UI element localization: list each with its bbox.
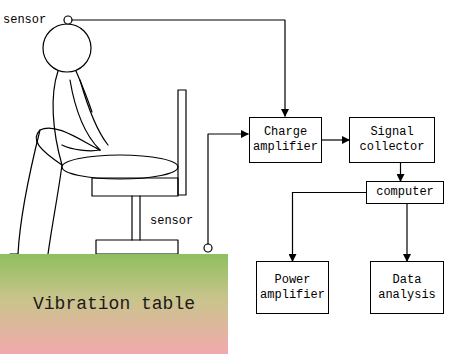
box-text: computer (376, 185, 434, 200)
arrow-connector (293, 193, 367, 262)
box-text: Vibration table (33, 293, 195, 315)
sensor-wire (208, 134, 248, 244)
upper-arm-back (80, 80, 108, 145)
box-text: Charge amplifier (253, 125, 318, 155)
upper-arm (70, 80, 100, 150)
process-box: Power amplifier (256, 261, 329, 314)
chair-base (96, 240, 178, 254)
chair-back (178, 90, 186, 195)
shin (18, 130, 40, 254)
head (43, 24, 91, 72)
back (53, 71, 62, 165)
process-box: Charge amplifier (249, 117, 322, 163)
sensor-label: sensor (150, 214, 193, 228)
sensor-label: sensor (3, 13, 46, 27)
sensor-dot (64, 16, 72, 24)
arrow-connector (406, 204, 407, 261)
process-box: computer (366, 181, 444, 204)
box-text: Power amplifier (260, 273, 325, 303)
box-text: Data analysis (374, 273, 440, 303)
process-box: Data analysis (370, 261, 444, 314)
forearm (62, 145, 100, 151)
arrow-connector (322, 139, 349, 140)
box-text: Signal collector (353, 125, 431, 155)
seat-cushion (62, 155, 178, 179)
vibration-table: Vibration table (0, 254, 228, 354)
chair-post (132, 196, 140, 240)
chair-seat (92, 178, 178, 196)
sensor-wire (72, 20, 285, 116)
sensor-dot (204, 244, 212, 252)
thigh (36, 128, 100, 165)
arrow-connector (400, 163, 401, 181)
calf (48, 165, 62, 254)
process-box: Signal collector (349, 117, 435, 163)
